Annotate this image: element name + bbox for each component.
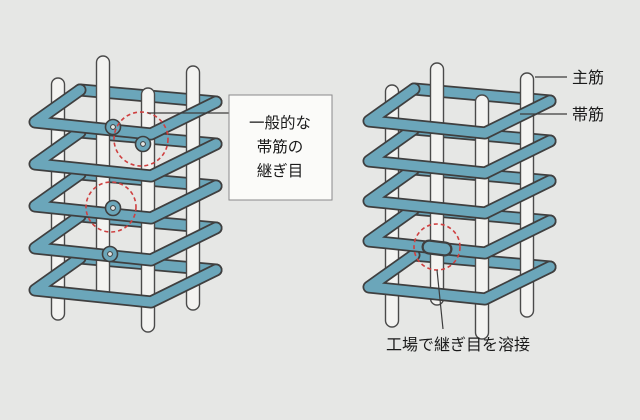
- callout-line-3: 継ぎ目: [257, 162, 304, 180]
- vertical-rebar: [429, 62, 445, 306]
- hook-loop-hole: [110, 124, 116, 130]
- callout-line-1: 一般的な: [249, 114, 311, 132]
- welded-joint: [423, 241, 451, 255]
- hoop-front: [30, 211, 221, 265]
- hook-loop-hole: [140, 141, 146, 147]
- left-rebar-cage: [28, 55, 223, 333]
- hoop-joints: [421, 239, 453, 257]
- hoop-front: [30, 169, 221, 223]
- hoop-front: [30, 253, 221, 307]
- annotations: 一般的な 帯筋の 継ぎ目 主筋 帯筋 工場で継ぎ目を溶接: [85, 69, 604, 354]
- hoop-front: [30, 85, 221, 139]
- hoop-front: [30, 127, 221, 181]
- hook-loop-hole: [107, 251, 113, 257]
- callout-line-2: 帯筋の: [257, 138, 304, 156]
- dashed-highlight-circle-joint-1: [113, 111, 169, 167]
- right-rebar-cage: [362, 62, 557, 340]
- hoop-front: [364, 164, 555, 218]
- callout-box: [228, 94, 333, 201]
- dashed-highlight-circle-joint-2: [85, 181, 137, 233]
- hoop-joints: [101, 118, 152, 263]
- hoop-front: [364, 250, 555, 304]
- label-main-bar: 主筋: [572, 69, 604, 87]
- hoop-front: [364, 84, 555, 138]
- label-hoop-bar: 帯筋: [572, 106, 604, 124]
- hoops-front-layer: [362, 82, 557, 306]
- weld-leader-line: [436, 269, 444, 330]
- hoop-front: [364, 124, 555, 178]
- hook-loop-hole: [110, 205, 116, 211]
- label-weld-note: 工場で継ぎ目を溶接: [386, 336, 530, 354]
- hoops-front-layer: [28, 83, 223, 309]
